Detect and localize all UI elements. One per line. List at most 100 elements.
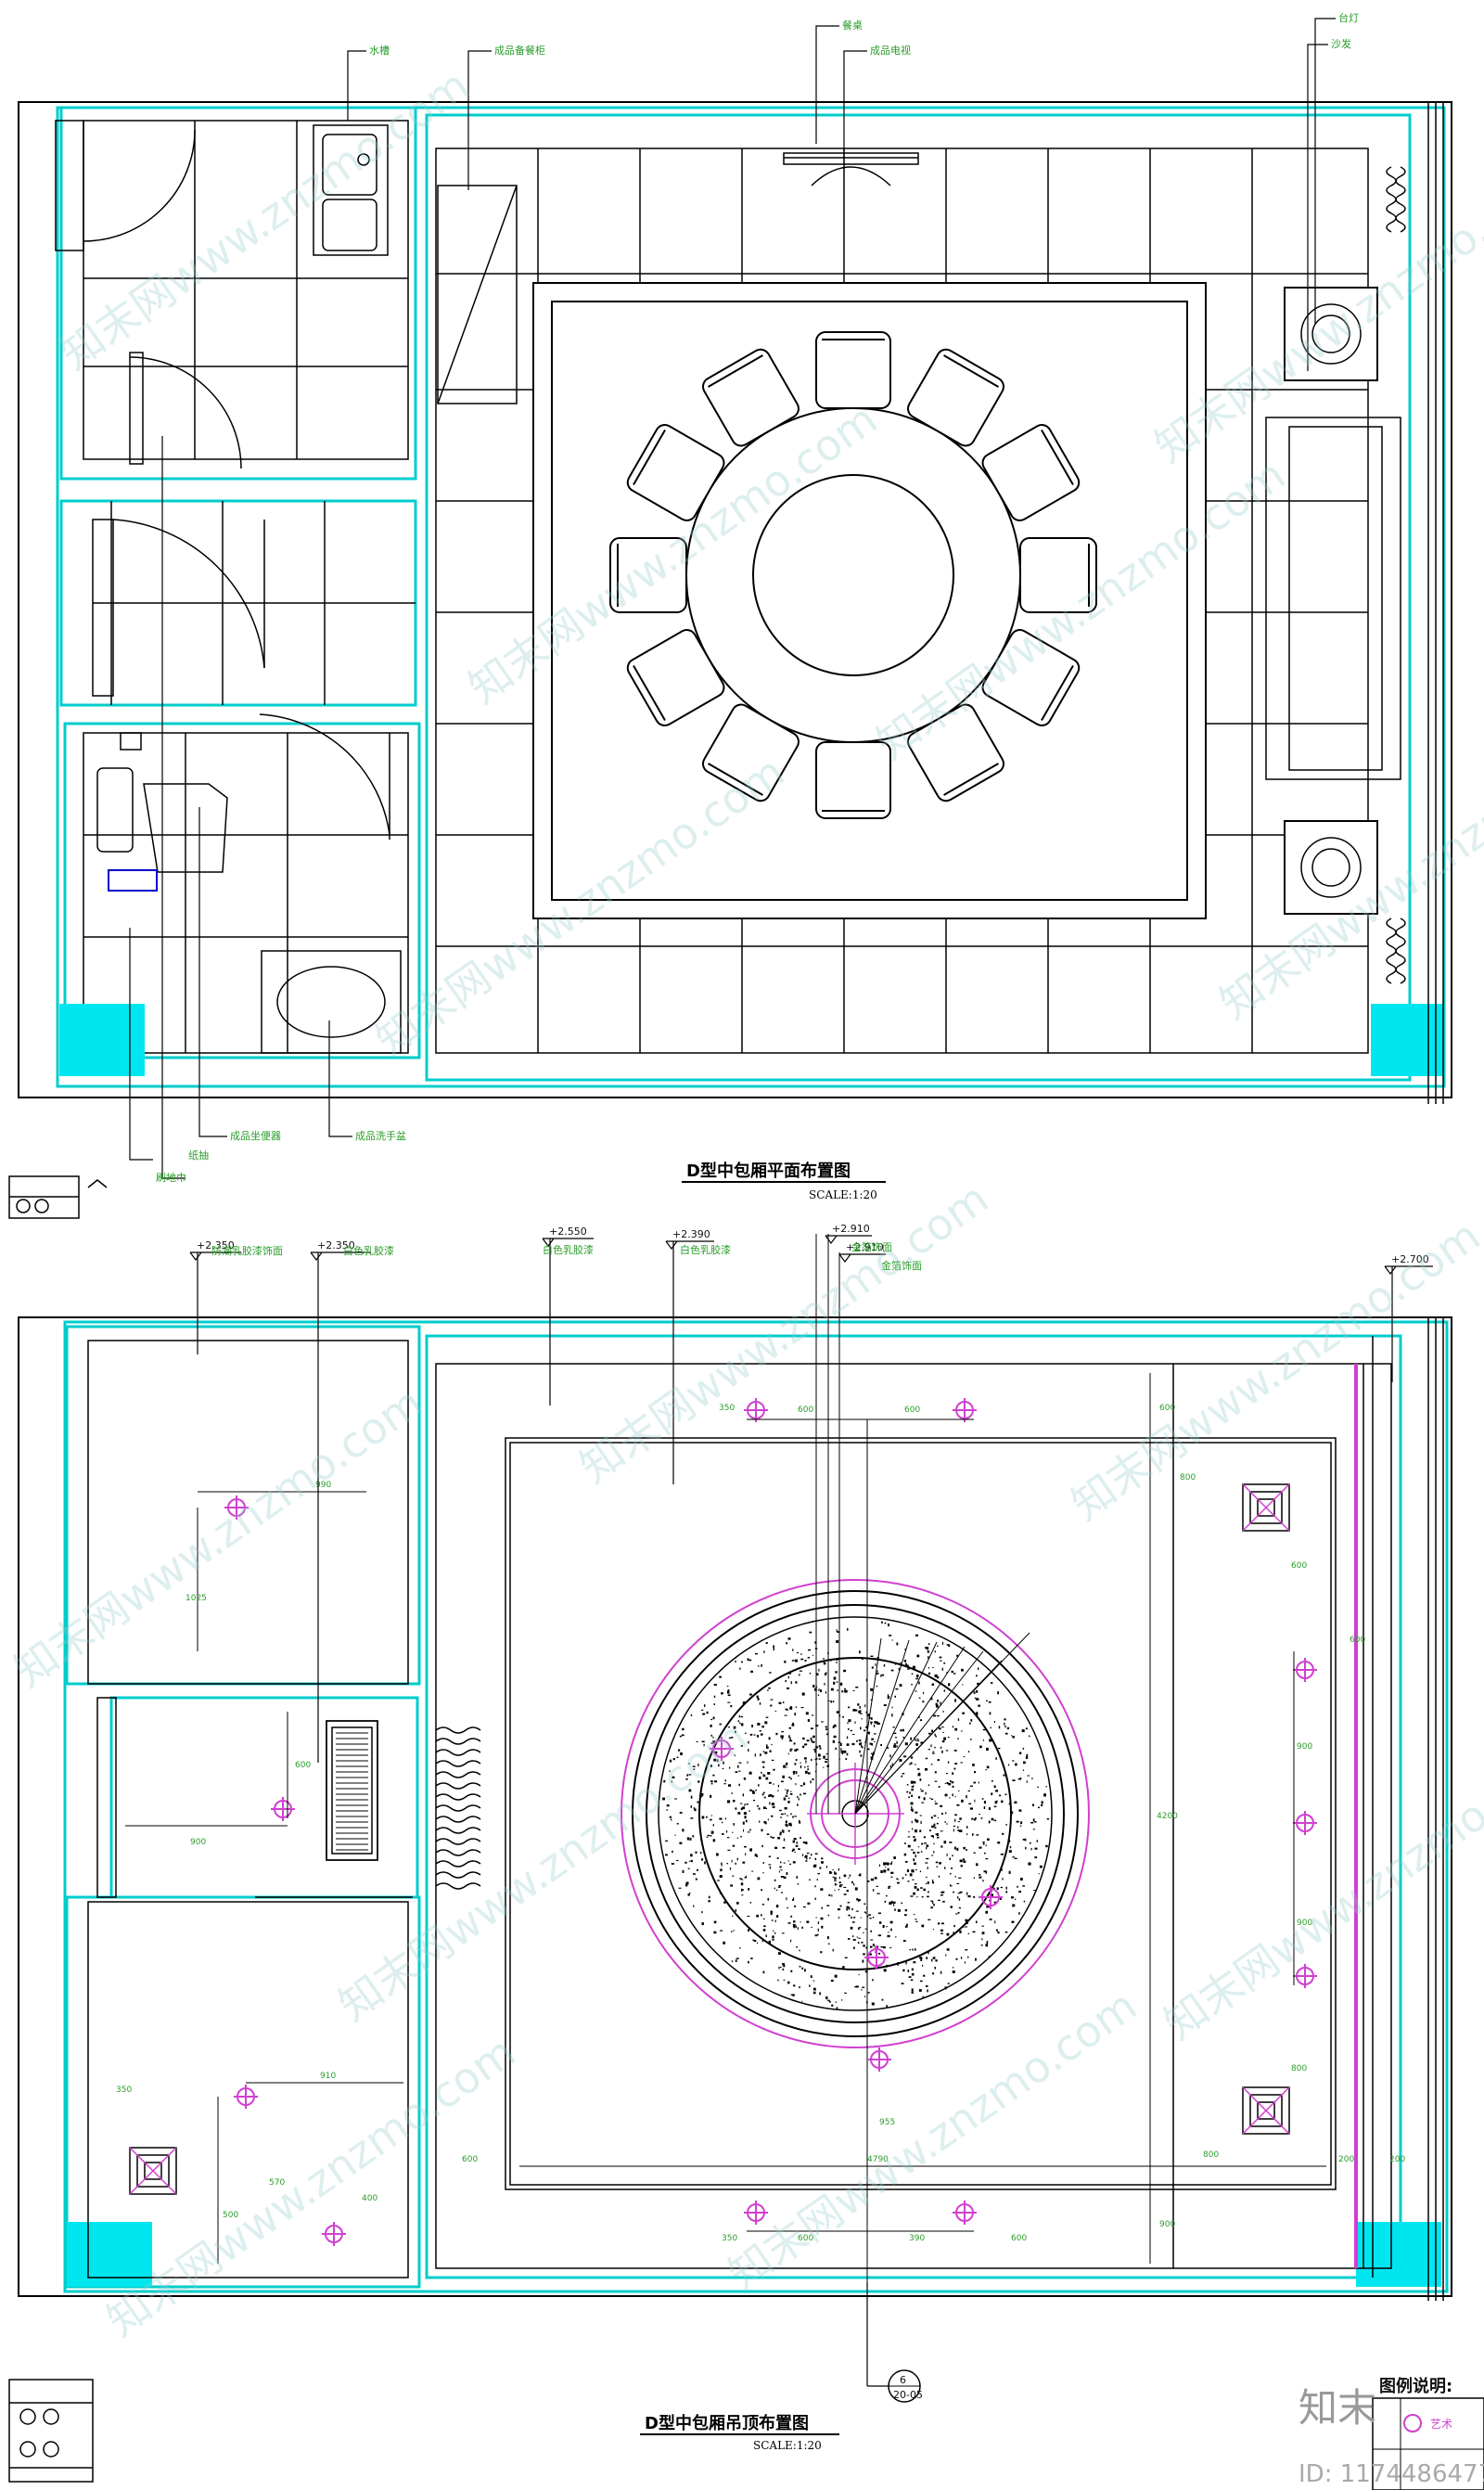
chair: [626, 629, 725, 726]
legend-title: 图例说明:: [1379, 2376, 1452, 2396]
downlight: [1293, 1964, 1317, 1988]
wm-7: 知末网www.znzmo.com: [5, 1377, 431, 1697]
chair: [702, 348, 800, 447]
level-1: +2.350: [197, 1239, 235, 1251]
wm-8: 知末网www.znzmo.com: [570, 1173, 997, 1493]
wm-11: 知末网www.znzmo.com: [1155, 1729, 1484, 2049]
dim-900a: 900: [190, 1838, 206, 1847]
mat-3: 白色乳胶漆: [543, 1243, 594, 1256]
label-lamp: 台灯: [1338, 11, 1359, 24]
dim-990: 990: [315, 1481, 331, 1490]
downlight: [979, 1885, 1003, 1909]
ceiling-scale: SCALE:1:20: [753, 2439, 822, 2452]
downlight: [271, 1797, 295, 1821]
legend-item: 艺术: [1430, 2418, 1452, 2431]
dim-800b: 800: [1291, 2064, 1307, 2073]
wm-9: 知末网www.znzmo.com: [1062, 1210, 1484, 1530]
label-sink: 水槽: [369, 45, 390, 57]
downlight: [1293, 1811, 1317, 1835]
dim-350c: 350: [722, 2234, 737, 2243]
mat-1: 防潮乳胶漆饰面: [211, 1244, 283, 1257]
section-num: 6: [900, 2374, 906, 2386]
level-5: +2.910: [832, 1223, 870, 1235]
mat-6: 金箔饰面: [881, 1259, 922, 1272]
downlight: [710, 1737, 734, 1761]
dim-350b: 350: [719, 1404, 735, 1413]
dim-200b: 200: [1389, 2155, 1405, 2164]
downlight: [867, 2047, 891, 2072]
mat-5: 金箔饰面: [851, 1240, 892, 1253]
ceiling-title: D型中包厢吊顶布置图: [645, 2413, 809, 2433]
dim-600i: 600: [1011, 2234, 1027, 2243]
mat-2: 白色乳胶漆: [343, 1244, 394, 1257]
label-tv: 成品电视: [870, 44, 911, 57]
downlight: [322, 2222, 346, 2246]
downlight: [953, 1398, 977, 1422]
dim-4200: 4200: [1157, 1812, 1178, 1821]
ceiling-thumbnail: [8, 2379, 94, 2483]
downlight: [224, 1495, 249, 1520]
downlight: [234, 2085, 258, 2109]
dim-1025: 1025: [186, 1594, 207, 1603]
ceiling-plan: 990 1025 600 900 910 350 500 570 400 350…: [8, 1223, 1484, 2490]
dim-200a: 200: [1338, 2155, 1354, 2164]
dim-900b: 900: [1297, 1742, 1312, 1752]
section-tag: 6 20-05: [866, 2282, 923, 2403]
chair: [815, 331, 891, 409]
dim-4790: 4790: [867, 2155, 889, 2164]
legend: 图例说明: 艺术: [1372, 2376, 1484, 2490]
level-3: +2.550: [549, 1226, 587, 1238]
level-4: +2.390: [672, 1228, 710, 1240]
label-tissue: 纸抽: [188, 1149, 209, 1162]
dim-600b: 600: [798, 1405, 813, 1415]
downlight: [744, 1398, 768, 1422]
chair: [981, 424, 1081, 521]
label-brush: 刷地巾: [156, 1171, 186, 1184]
plan-thumbnail: [8, 1175, 108, 1219]
label-basin: 成品洗手盆: [355, 1129, 406, 1142]
plan-scale: SCALE:1:20: [809, 1188, 877, 1201]
level-6: +2.910: [846, 1241, 884, 1253]
ceiling-dome: [620, 1234, 1090, 2282]
downlight: [1293, 1658, 1317, 1682]
chair: [1019, 537, 1097, 613]
chair: [702, 703, 800, 802]
chair: [907, 348, 1004, 447]
dim-570: 570: [269, 2178, 285, 2188]
chair: [907, 703, 1004, 802]
dim-910: 910: [320, 2072, 336, 2081]
chair: [815, 741, 891, 819]
level-7: +2.700: [1391, 1253, 1429, 1265]
dim-600g: 600: [1350, 1636, 1365, 1645]
dim-900d: 900: [1159, 2220, 1175, 2229]
image-id: ID: 1174486477: [1298, 2460, 1484, 2488]
dim-800a: 800: [1180, 1473, 1196, 1482]
dim-600a: 600: [295, 1761, 311, 1770]
level-2: +2.350: [317, 1239, 355, 1251]
label-sofa: 沙发: [1331, 37, 1351, 50]
dim-350a: 350: [116, 2086, 132, 2095]
chair: [626, 424, 725, 521]
dim-600c: 600: [904, 1405, 920, 1415]
downlight: [744, 2201, 768, 2225]
floor-plan: 水槽 成品备餐柜 餐桌 成品电视 台灯 沙发 纸抽 成品坐便器 成品洗手盆 刷地…: [8, 11, 1452, 1219]
dim-400: 400: [362, 2194, 377, 2203]
dim-390: 390: [909, 2234, 925, 2243]
chair: [609, 537, 687, 613]
dim-600e: 600: [1291, 1561, 1307, 1571]
dim-955: 955: [879, 2118, 895, 2127]
label-toilet: 成品坐便器: [230, 1130, 281, 1142]
label-sideboard: 成品备餐柜: [494, 44, 545, 57]
dim-900c: 900: [1297, 1919, 1312, 1928]
dim-800c: 800: [1203, 2150, 1219, 2160]
plan-title: D型中包厢平面布置图: [686, 1161, 851, 1181]
wm-13: 知末网www.znzmo.com: [719, 1980, 1145, 2300]
dim-600h: 600: [1159, 1404, 1175, 1413]
chair: [981, 629, 1081, 726]
dim-600f: 600: [462, 2155, 478, 2164]
downlight: [864, 1945, 889, 1970]
brand-mark: 知末: [1298, 2385, 1376, 2431]
mat-4: 白色乳胶漆: [680, 1243, 731, 1256]
dim-500: 500: [223, 2211, 238, 2220]
